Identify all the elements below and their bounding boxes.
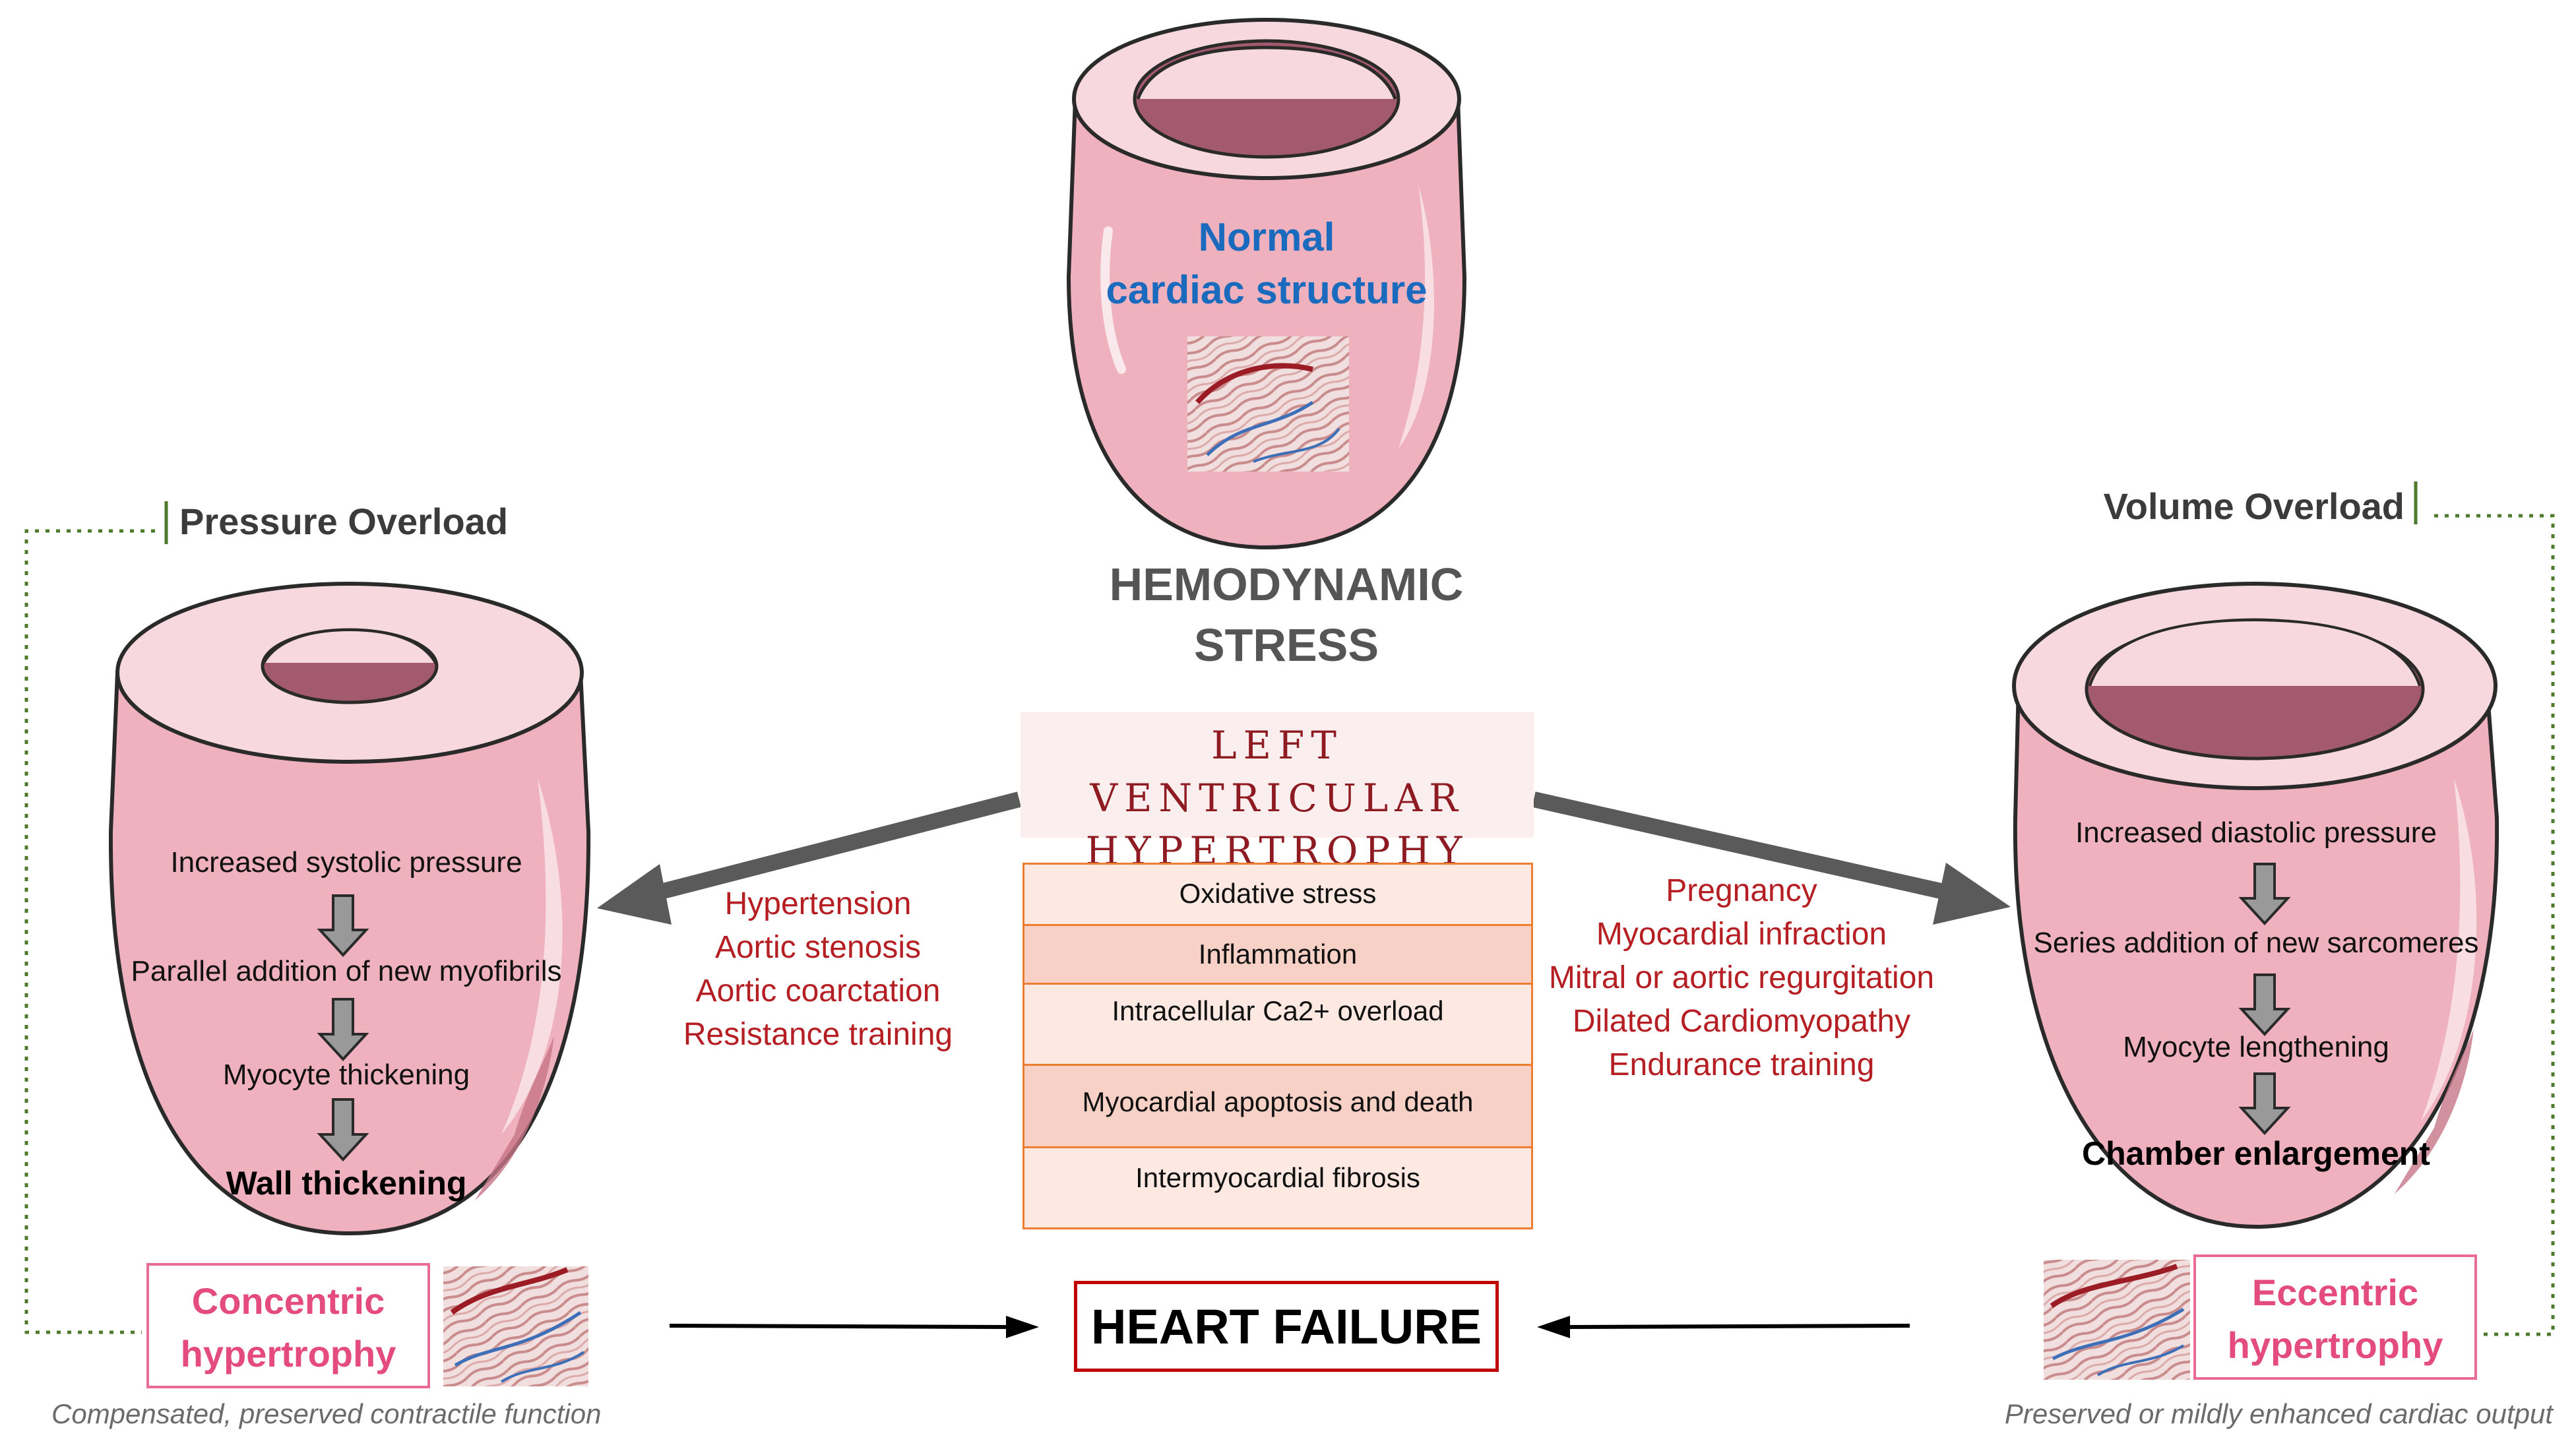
mechanism-row: Inflammation xyxy=(1024,926,1531,985)
pressure-step-2: Parallel addition of new myofibrils xyxy=(131,955,562,987)
concentric-hypertrophy-box: Concentric hypertrophy xyxy=(146,1263,430,1388)
mechanisms-table: Oxidative stress Inflammation Intracellu… xyxy=(1022,863,1533,1229)
pressure-overload-heart-icon xyxy=(108,582,591,1236)
mechanism-row: Intermyocardial fibrosis xyxy=(1024,1148,1531,1227)
hemodynamic-stress-title: HEMODYNAMIC STRESS xyxy=(1029,554,1544,675)
mechanism-row: Myocardial apoptosis and death xyxy=(1024,1066,1531,1148)
pressure-step-arrow-icon xyxy=(317,894,369,1161)
eccentric-line1: Eccentric xyxy=(2251,1272,2419,1313)
concentric-line2: hypertrophy xyxy=(180,1333,396,1374)
eccentric-line2: hypertrophy xyxy=(2227,1324,2443,1366)
normal-structure-label: Normal cardiac structure xyxy=(1069,211,1464,317)
volume-step-3: Myocyte lengthening xyxy=(2123,1031,2389,1063)
arrow-concentric-to-hf xyxy=(669,1324,1010,1329)
volume-cause-item: Mitral or aortic regurgitation xyxy=(1548,960,1935,995)
pressure-step-1: Increased systolic pressure xyxy=(170,846,522,879)
lvh-box: LEFT VENTRICULAR HYPERTROPHY xyxy=(1021,712,1534,873)
arrow-to-volume-overload xyxy=(1532,791,1955,902)
volume-step-2: Series addition of new sarcomeres xyxy=(2033,927,2479,959)
pressure-cause-item: Hypertension xyxy=(724,886,912,921)
arrow-eccentric-to-hf xyxy=(1566,1324,1910,1329)
pressure-step-3: Myocyte thickening xyxy=(222,1059,470,1091)
volume-step-arrow-icon xyxy=(2238,863,2291,1135)
heart-failure-box: HEART FAILURE xyxy=(1074,1281,1499,1372)
eccentric-hypertrophy-box: Eccentric hypertrophy xyxy=(2193,1254,2477,1380)
hemodynamic-line1: HEMODYNAMIC xyxy=(1109,559,1464,610)
volume-caption: Preserved or mildly enhanced cardiac out… xyxy=(2004,1398,2553,1429)
arrow-to-pressure-overload xyxy=(651,791,1021,902)
arrowhead-to-pressure xyxy=(597,864,672,925)
pressure-cause-item: Resistance training xyxy=(683,1017,953,1052)
volume-causes: Pregnancy Myocardial infraction Mitral o… xyxy=(1524,869,1959,1087)
volume-step-1: Increased diastolic pressure xyxy=(2075,817,2437,849)
volume-overload-label: Volume Overload xyxy=(2103,485,2404,527)
concentric-tissue-image xyxy=(443,1266,588,1386)
volume-dotted-connector xyxy=(2434,514,2555,1336)
normal-label-line2: cardiac structure xyxy=(1106,268,1428,312)
hemodynamic-line2: STRESS xyxy=(1193,619,1379,671)
concentric-line1: Concentric xyxy=(191,1280,385,1322)
mechanism-row: Oxidative stress xyxy=(1024,865,1531,926)
mechanism-row: Intracellular Ca2+ overload xyxy=(1024,985,1531,1066)
pressure-cause-item: Aortic stenosis xyxy=(714,930,922,965)
volume-cause-item: Endurance training xyxy=(1608,1047,1875,1082)
pressure-cause-item: Aortic coarctation xyxy=(695,973,941,1008)
arrowhead-to-volume xyxy=(1933,863,2011,925)
pressure-result: Wall thickening xyxy=(226,1165,467,1202)
pressure-causes: Hypertension Aortic stenosis Aortic coar… xyxy=(660,882,976,1057)
pressure-dotted-connector xyxy=(24,529,155,1334)
pressure-overload-label: Pressure Overload xyxy=(179,501,509,542)
normal-heart-icon xyxy=(1066,18,1467,550)
volume-result: Chamber enlargement xyxy=(2082,1135,2430,1172)
pressure-caption: Compensated, preserved contractile funct… xyxy=(51,1398,602,1429)
eccentric-tissue-image xyxy=(2044,1260,2190,1380)
normal-label-line1: Normal xyxy=(1198,215,1335,259)
lvh-line1: LEFT VENTRICULAR xyxy=(1090,723,1464,820)
volume-overload-heart-icon xyxy=(2012,582,2499,1229)
volume-cause-item: Dilated Cardiomyopathy xyxy=(1572,1004,1911,1039)
volume-cause-item: Pregnancy xyxy=(1666,873,1817,908)
volume-cause-item: Myocardial infraction xyxy=(1596,917,1887,952)
